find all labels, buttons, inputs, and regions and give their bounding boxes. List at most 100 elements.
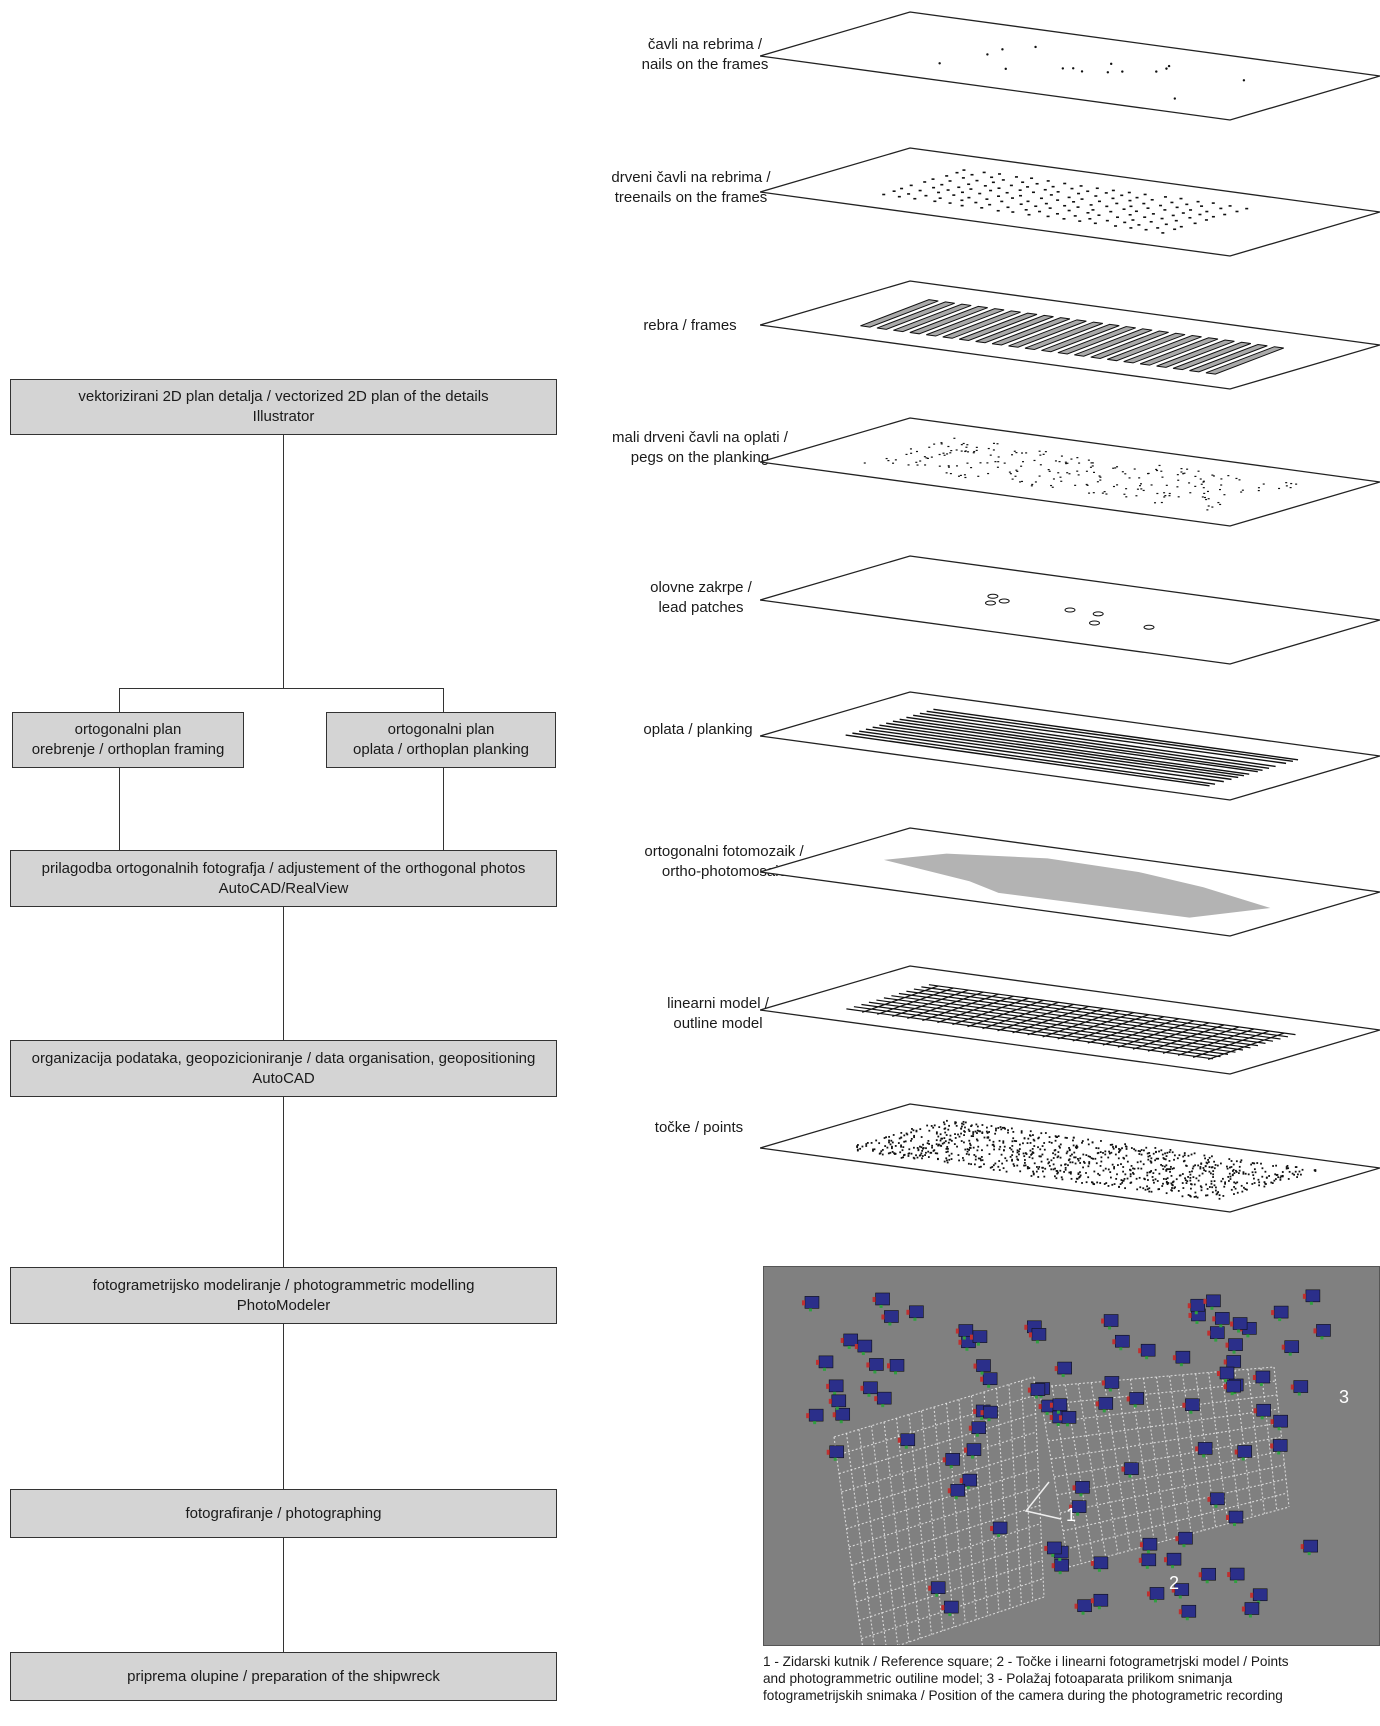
survey-point — [1054, 1153, 1057, 1156]
treenail-mark — [1122, 208, 1126, 210]
treenail-mark — [940, 183, 944, 186]
survey-point — [1281, 1174, 1284, 1177]
survey-point — [921, 1149, 924, 1152]
survey-point — [926, 1124, 929, 1127]
point-cloud-line — [1208, 1372, 1229, 1524]
survey-point — [1173, 1187, 1176, 1190]
peg-mark — [1101, 492, 1104, 494]
survey-point — [1201, 1172, 1204, 1175]
peg-mark — [1182, 473, 1185, 475]
survey-point — [1024, 1164, 1027, 1167]
peg-mark — [1138, 477, 1141, 479]
survey-point — [958, 1159, 960, 1162]
camera-body — [1237, 1445, 1252, 1458]
treenail-mark — [1146, 207, 1150, 209]
peg-mark — [924, 464, 927, 466]
camera-axis-green — [1230, 1392, 1234, 1396]
survey-point — [978, 1166, 981, 1168]
survey-point — [856, 1145, 859, 1148]
peg-mark — [1093, 471, 1096, 473]
treenail-mark — [1044, 202, 1048, 205]
survey-point — [880, 1150, 883, 1153]
survey-point — [1151, 1176, 1154, 1178]
treenail-mark — [960, 191, 964, 194]
survey-point — [1005, 1170, 1008, 1173]
camera-icon — [1223, 1379, 1241, 1396]
camera-axis-green — [1065, 1423, 1069, 1427]
camera-axis-red — [958, 1339, 962, 1345]
survey-point — [1210, 1182, 1213, 1185]
layer-plane-outline — [760, 965, 1380, 1075]
survey-point — [1111, 1143, 1114, 1146]
survey-point — [1168, 1159, 1171, 1162]
peg-mark — [1044, 451, 1047, 453]
treenail-mark — [918, 189, 922, 192]
survey-point — [1296, 1173, 1299, 1176]
layer-plane-outline — [760, 11, 1380, 121]
survey-point — [980, 1156, 983, 1158]
layer-plane-dashes — [760, 147, 1380, 257]
camera-icon — [1241, 1602, 1260, 1618]
treenail-mark — [900, 187, 904, 190]
peg-mark — [986, 462, 989, 464]
connector-line — [283, 1324, 284, 1489]
treenail-mark — [1063, 182, 1067, 185]
peg-mark — [1136, 488, 1139, 490]
outline-frame — [1177, 1028, 1255, 1056]
survey-point — [1148, 1152, 1151, 1154]
survey-point — [872, 1148, 874, 1151]
survey-point — [1020, 1131, 1023, 1134]
treenail-mark — [960, 199, 964, 202]
survey-point — [1250, 1163, 1253, 1166]
camera-body — [1255, 1370, 1271, 1384]
survey-point — [879, 1152, 882, 1155]
survey-point — [1122, 1179, 1125, 1182]
survey-point — [948, 1124, 950, 1127]
layer-plane-dots — [760, 417, 1380, 527]
survey-point — [1047, 1162, 1050, 1165]
survey-point — [1020, 1130, 1023, 1133]
survey-point — [1190, 1187, 1192, 1190]
camera-axis-green — [1232, 1350, 1236, 1354]
flow-box-text: vektorizirani 2D plan detalja / vectoriz… — [78, 388, 489, 405]
survey-point — [1018, 1148, 1021, 1150]
survey-point — [1075, 1180, 1077, 1183]
peg-mark — [1140, 483, 1143, 485]
survey-point — [991, 1166, 994, 1168]
survey-point — [1139, 1160, 1142, 1163]
layer-label-treenails: drveni čavli na rebrima / treenails on t… — [586, 168, 796, 208]
treenail-mark — [1006, 206, 1010, 209]
peg-mark — [905, 453, 908, 456]
survey-point — [1192, 1176, 1195, 1179]
survey-point — [1288, 1170, 1291, 1173]
survey-point — [1126, 1160, 1129, 1163]
survey-point — [1190, 1153, 1193, 1156]
survey-point — [1104, 1153, 1107, 1156]
survey-point — [998, 1139, 1001, 1142]
treenail-mark — [1137, 224, 1141, 226]
treenail-mark — [1135, 196, 1139, 199]
survey-point — [1218, 1194, 1221, 1197]
frame-mark — [1172, 341, 1252, 371]
camera-body — [1093, 1593, 1109, 1607]
survey-point — [976, 1149, 979, 1152]
peg-mark — [1116, 466, 1119, 468]
peg-mark — [987, 447, 990, 450]
camera-icon — [881, 1310, 899, 1326]
survey-point — [1238, 1165, 1241, 1168]
camera-axis-green — [1214, 1504, 1218, 1508]
camera-axis-red — [1074, 1603, 1078, 1609]
survey-point — [980, 1165, 982, 1168]
survey-point — [1154, 1178, 1157, 1181]
frame-mark — [1074, 328, 1153, 357]
survey-point — [1115, 1146, 1117, 1149]
survey-point — [1216, 1192, 1219, 1195]
camera-axis-red — [1054, 1366, 1058, 1372]
treenail-mark — [945, 175, 949, 177]
survey-point — [1069, 1171, 1072, 1174]
survey-point — [1081, 1140, 1084, 1142]
survey-point — [1000, 1153, 1003, 1156]
flow-box-text: organizacija podataka, geopozicioniranje… — [31, 1049, 536, 1067]
photomosaic-area — [883, 853, 1271, 918]
survey-point — [1169, 1168, 1171, 1171]
